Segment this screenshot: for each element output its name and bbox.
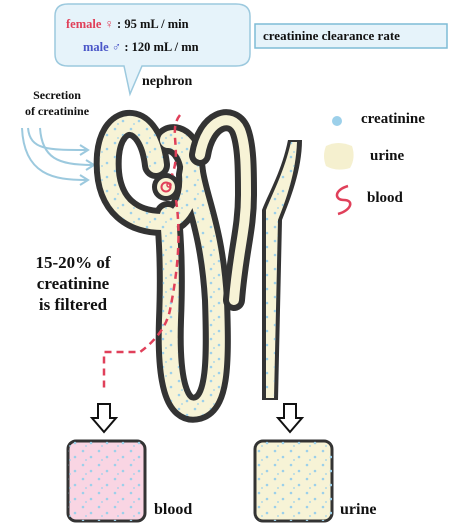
urine-box-label: urine (340, 501, 376, 519)
glomerulus (152, 173, 180, 201)
male-rate-label: male ♂ (83, 40, 121, 54)
blood-box-label: blood (154, 501, 192, 519)
female-rate: female ♀ : 95 mL / min (66, 17, 189, 32)
male-rate: male ♂ : 120 mL / mn (83, 40, 199, 55)
male-rate-value: : 120 mL / mn (124, 40, 198, 54)
female-rate-label: female ♀ (66, 17, 114, 31)
creatinine-dot-icon (332, 116, 342, 126)
secretion-label: Secretion of creatinine (22, 87, 92, 119)
filtered-label: 15-20% of creatinine is filtered (18, 252, 128, 315)
diagram-title: creatinine clearance rate (263, 28, 400, 44)
female-rate-value: : 95 mL / min (117, 17, 189, 31)
secretion-arrows (22, 128, 94, 185)
legend-creatinine-label: creatinine (361, 111, 425, 128)
urine-swatch-icon (324, 143, 354, 170)
urine-box (255, 441, 332, 521)
legend-blood-label: blood (367, 190, 403, 207)
arrow-down-icon (92, 404, 116, 432)
secretion-line: Secretion (22, 87, 92, 103)
filtered-line: 15-20% of (18, 252, 128, 273)
legend-urine-label: urine (370, 148, 404, 165)
blood-box (68, 441, 145, 521)
nephron-label: nephron (142, 74, 192, 90)
filtered-line: creatinine (18, 273, 128, 294)
blood-squiggle-icon (337, 186, 350, 214)
filtered-line: is filtered (18, 294, 128, 315)
collecting-duct (262, 140, 302, 400)
secretion-line: of creatinine (22, 103, 92, 119)
arrow-down-icon (278, 404, 302, 432)
